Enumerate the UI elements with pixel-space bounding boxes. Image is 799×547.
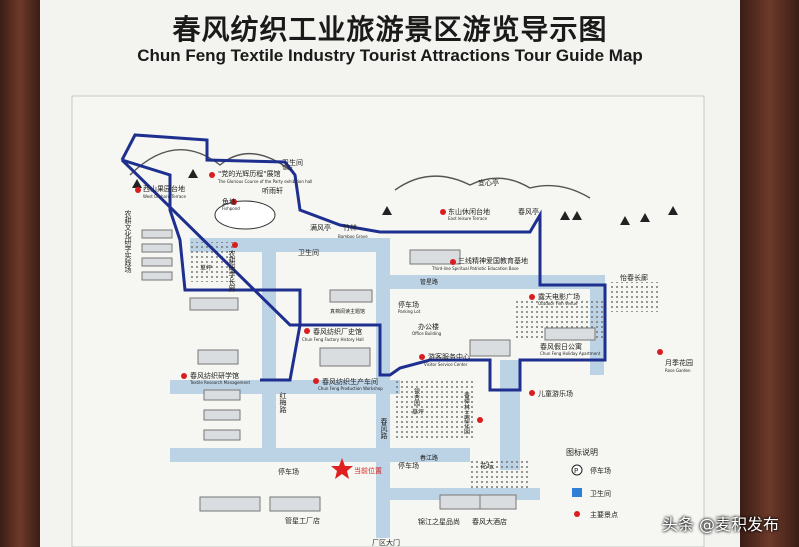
label-nongfang: 农耕研学长廊: [228, 249, 236, 293]
current-position-star: [331, 458, 353, 479]
svg-text:P: P: [574, 467, 578, 475]
label-office-en: Office Building: [412, 331, 442, 336]
label-jinjiang: 锦江之星品尚: [418, 517, 460, 526]
tour-route: [120, 133, 607, 392]
label-huatan: 花坛: [480, 461, 494, 470]
label-parking-1: 停车场: [398, 300, 419, 309]
label-toilet-en: Toilet: [281, 166, 293, 171]
fishpond-shape: [214, 200, 276, 230]
label-workshop-en: Chun Feng Production Workshop: [318, 386, 383, 391]
label-workshop: 春风纺织生产车间: [322, 377, 378, 386]
label-third-line: 三线精神爱国教育基地: [458, 256, 528, 265]
hill-east: [394, 175, 591, 199]
label-parking-3: 停车场: [398, 461, 419, 470]
legend-parking: 停车场: [590, 466, 611, 475]
label-vertical-left: 农耕文化研学实践场: [124, 209, 132, 274]
label-manfeng: 满风亭: [310, 223, 331, 232]
spot-dots: [135, 172, 663, 423]
label-west-orchard: 西山果园台地: [143, 184, 185, 193]
label-zhulin-en: Bamboo Grove: [338, 234, 368, 239]
title-cn: 春风纺织工业旅游景区游览导示图: [172, 13, 608, 46]
trees: [132, 169, 678, 225]
label-chunjiang: 春江路: [420, 454, 438, 462]
label-xiangzhang: 香樟林主题花园: [463, 391, 470, 435]
right-post: [740, 0, 799, 547]
legend-parking-icon: [571, 464, 583, 476]
label-office: 办公楼: [418, 322, 439, 331]
legend-title: 图标说明: [566, 447, 598, 457]
label-ginkgo: 银杏园: [413, 387, 420, 407]
legend: 图标说明 P 停车场 卫生间 主要景点: [566, 447, 618, 519]
label-rose-cn: 月季花园: [665, 358, 693, 367]
label-caoping-2: 草坪: [412, 408, 424, 416]
label-tinyu: 听雨轩: [262, 186, 283, 195]
title-en: Chun Feng Textile Industry Tourist Attra…: [137, 46, 643, 65]
label-holiday-apt-en: Chun Feng Holiday Apartment: [540, 351, 601, 356]
label-east-terrace: 东山休闲台地: [448, 207, 490, 216]
label-kids: 儿童游乐场: [538, 389, 573, 398]
label-visitor-center: 游客服务中心: [428, 352, 470, 361]
label-dingxin: 宜心亭: [478, 178, 499, 187]
left-post: [0, 0, 40, 547]
buildings: [141, 229, 596, 512]
label-west-orchard-en: West Orchard Terrace: [143, 194, 186, 199]
label-zhulin: 竹林: [343, 223, 357, 232]
label-gate: 厂区大门: [372, 538, 400, 547]
label-hongmei: 红梅路: [279, 391, 287, 414]
label-east-terrace-en: East leisure Terrace: [448, 216, 488, 221]
label-lost-course: "党的光辉历程"展馆: [218, 169, 280, 178]
label-guanlan-road: 管星路: [420, 278, 438, 286]
label-fishpond-en: Fishpond: [222, 206, 240, 211]
dotted-areas: [188, 242, 658, 490]
label-holiday-apt: 春风假日公寓: [540, 342, 582, 351]
label-history-hall: 春风纺织厂史馆: [313, 327, 362, 336]
label-current: 当前位置: [354, 466, 382, 475]
label-visitor-center-en: Visitor Service Center: [424, 362, 468, 367]
label-outdoor-film-en: Outdoor Film Venue: [538, 301, 578, 306]
label-parking-en: Parking Lot: [398, 309, 421, 314]
label-fishpond: 鱼塘: [222, 197, 236, 206]
label-lost-course-en: The Glorious Course of the Party exhibit…: [217, 179, 312, 184]
label-toilet-2: 卫生间: [298, 248, 319, 257]
label-chunfeng-hotel: 春风大酒店: [472, 517, 507, 526]
label-chunfeng-pav: 春风亭: [518, 207, 539, 216]
watermark: 头条 @麦积发布: [661, 515, 779, 534]
label-outdoor-film: 露天电影广场: [538, 292, 580, 301]
label-caoping-1: 草坪: [200, 264, 212, 272]
label-research: 春风纺织研学馆: [190, 371, 239, 380]
label-toilet-1: 卫生间: [282, 158, 303, 167]
legend-toilet: 卫生间: [590, 489, 611, 498]
label-qiji: 怡春长廊: [620, 273, 648, 282]
label-parking-2: 停车场: [278, 467, 299, 476]
legend-spot-icon: [574, 511, 580, 517]
hill-west: [129, 149, 291, 176]
label-zhenmian: 真棉阅读主题馆: [330, 308, 365, 315]
legend-toilet-icon: [572, 488, 582, 497]
label-third-line-en: Third-line Spiritual Patriotic Education…: [431, 266, 519, 271]
label-rose-en: Rose Garden: [665, 368, 691, 373]
label-research-en: Textile Research Management: [189, 380, 250, 385]
label-history-hall-en: Chun Feng Factory History Hall: [302, 337, 364, 342]
label-chunfeng-road: 春风路: [380, 417, 388, 440]
label-guanli: 管星工厂店: [285, 516, 320, 525]
legend-spot: 主要景点: [590, 510, 618, 519]
